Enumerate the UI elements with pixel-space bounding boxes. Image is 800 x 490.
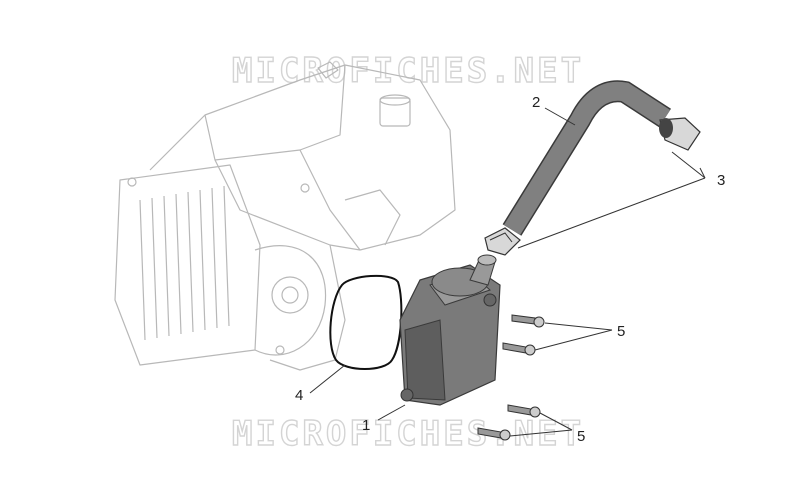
screw-3 [507, 404, 541, 418]
watermark-bottom: MICROFICHES.NET [232, 414, 584, 454]
hose-clamp-upper [659, 117, 701, 151]
callout-2: 2 [532, 94, 540, 111]
screw-4 [477, 427, 511, 441]
callout-5-lower: 5 [577, 428, 585, 445]
hose-clamp-lower [484, 227, 521, 256]
gasket [329, 274, 403, 370]
watermark-top: MICROFICHES.NET [232, 51, 584, 91]
engine-cylinder-head [114, 61, 456, 371]
callout-3: 3 [717, 172, 725, 189]
screw-1 [511, 314, 545, 328]
callout-4: 4 [295, 387, 303, 404]
breather-valve-housing [399, 254, 501, 406]
callout-5-upper: 5 [617, 323, 625, 340]
callout-1: 1 [362, 417, 370, 434]
screw-2 [502, 342, 536, 356]
leader-lines [309, 107, 706, 437]
